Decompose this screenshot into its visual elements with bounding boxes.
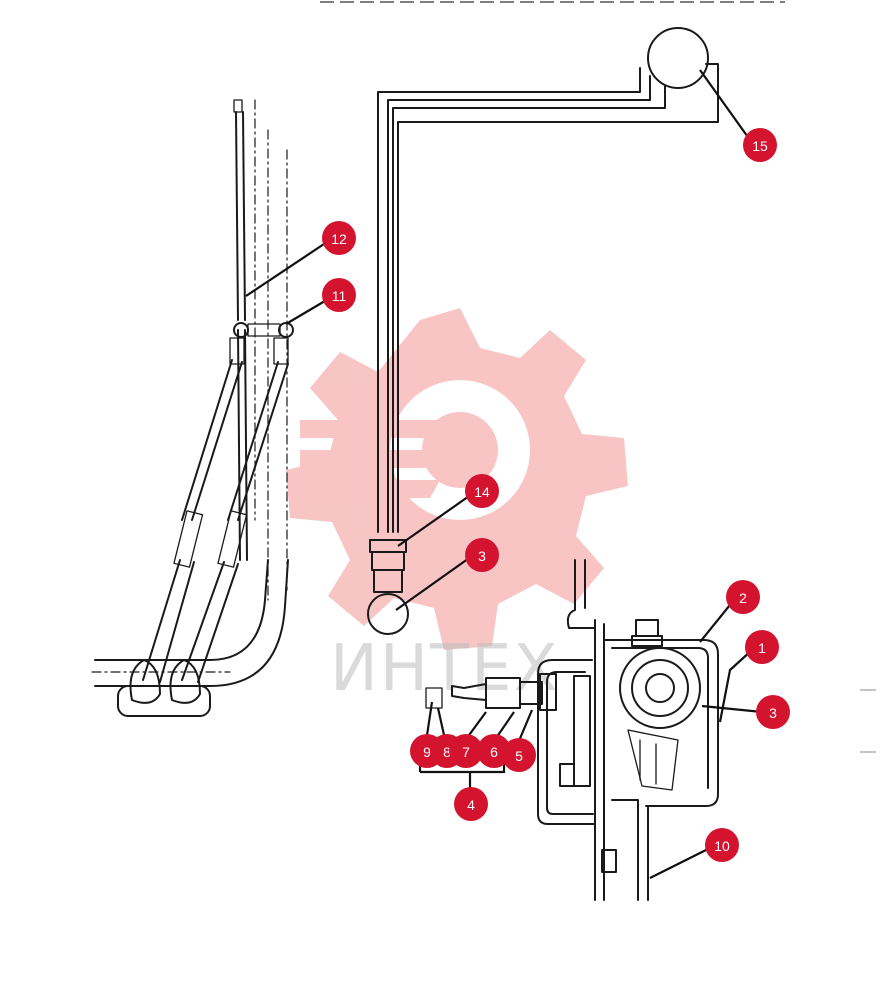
callout-badge-1: 1 xyxy=(745,630,779,664)
wiper-motor-assembly xyxy=(425,559,719,901)
callout-label: 14 xyxy=(474,484,490,500)
callout-label: 10 xyxy=(714,838,730,854)
callout-badge-10: 10 xyxy=(705,828,739,862)
wiper-arm-assembly xyxy=(91,99,294,717)
callout-label: 7 xyxy=(462,744,470,760)
callout-badge-7: 7 xyxy=(449,734,483,768)
callout-badge-11: 11 xyxy=(322,278,356,312)
callout-label: 12 xyxy=(331,231,347,247)
watermark-text: ИНТЕХ xyxy=(330,632,559,706)
callout-label: 8 xyxy=(443,744,451,760)
callout-label: 4 xyxy=(467,797,475,813)
callout-label: 3 xyxy=(478,548,486,564)
callout-label: 11 xyxy=(332,288,347,304)
callout-label: 6 xyxy=(490,744,498,760)
callout-label: 5 xyxy=(515,748,523,764)
callout-badge-14: 14 xyxy=(465,474,499,508)
control-cable xyxy=(367,27,719,635)
callout-badge-15: 15 xyxy=(743,128,777,162)
callout-badge-4: 4 xyxy=(454,787,488,821)
callout-badge-12: 12 xyxy=(322,221,356,255)
callout-label: 9 xyxy=(423,744,431,760)
callout-badge-3-cable: 3 xyxy=(465,538,499,572)
callout-label: 15 xyxy=(752,138,768,154)
callout-badge-5: 5 xyxy=(502,738,536,772)
callout-badge-3-motor: 3 xyxy=(756,695,790,729)
callout-label: 1 xyxy=(758,640,766,656)
callout-badge-2: 2 xyxy=(726,580,760,614)
callout-label: 3 xyxy=(769,705,777,721)
watermark-gear-icon xyxy=(286,308,628,650)
callout-label: 2 xyxy=(739,590,747,606)
callout-badge-6: 6 xyxy=(477,734,511,768)
